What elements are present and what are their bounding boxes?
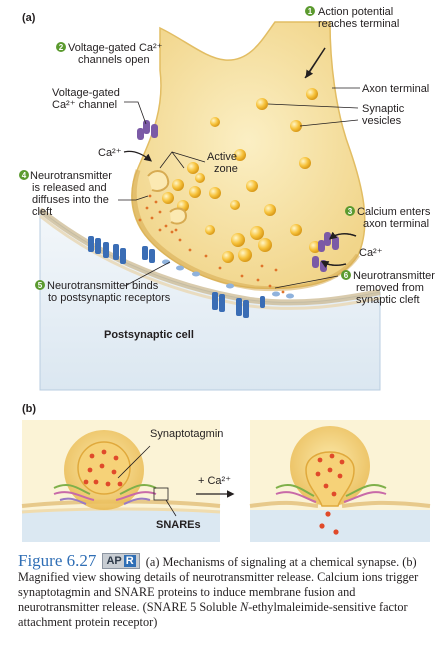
postsynaptic-cell-label: Postsynaptic cell — [104, 329, 194, 341]
panel-b-label: (b) — [22, 403, 36, 415]
postsynaptic-receptors — [88, 236, 265, 318]
vg-channel-label: Voltage-gated Ca²⁺ channel — [52, 87, 123, 111]
svg-text:6: 6 — [344, 271, 349, 280]
svg-text:2: 2 — [59, 43, 64, 52]
panel-a-label: (a) — [22, 12, 36, 24]
step-6-label: Neurotransmitter removed from synaptic c… — [353, 270, 438, 306]
panel-b-after — [249, 420, 431, 542]
svg-text:5: 5 — [38, 281, 43, 290]
caption-text-2: -ethylmaleimide-sensitive factor attachm… — [18, 600, 408, 629]
figure-number: Figure 6.27 — [18, 551, 97, 570]
snares-label: SNAREs — [156, 519, 201, 531]
active-zone-label: Active zone — [207, 151, 240, 175]
plus-ca-label: + Ca²⁺ — [198, 475, 231, 487]
postsynaptic-membrane — [38, 207, 381, 306]
ca-channel-left — [137, 120, 158, 140]
step-5-label: Neurotransmitter binds to postsynaptic r… — [47, 280, 171, 304]
ca-label-right: Ca²⁺ — [359, 247, 383, 259]
synaptotagmin-label: Synaptotagmin — [150, 428, 223, 440]
synaptic-vesicles-label: Synaptic vesicles — [362, 103, 407, 127]
caption-text: (a) Mechanisms of signaling at a chemica… — [18, 555, 419, 614]
caption-italic: N — [239, 600, 249, 614]
step-3-label: Calcium enters axon terminal — [357, 206, 433, 230]
axon-terminal — [131, 21, 366, 290]
svg-text:4: 4 — [22, 171, 27, 180]
step-1-label: Action potential reaches terminal — [318, 6, 399, 30]
neurotransmitter-dots — [138, 194, 285, 294]
ca-label-left: Ca²⁺ — [98, 147, 122, 159]
svg-text:1: 1 — [308, 7, 313, 16]
panel-b-before — [21, 420, 221, 542]
step-2-label: Voltage-gated Ca²⁺ channels open — [68, 42, 166, 66]
svg-text:3: 3 — [348, 207, 353, 216]
step-4-label: Neurotransmitter is released and diffuse… — [30, 170, 115, 218]
axon-terminal-label: Axon terminal — [362, 83, 429, 95]
